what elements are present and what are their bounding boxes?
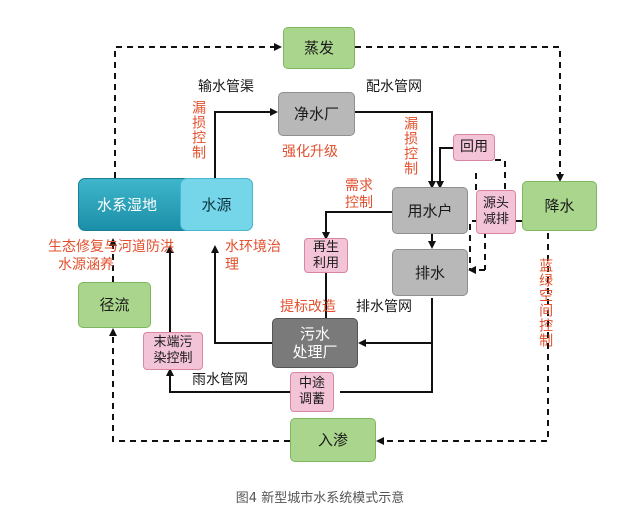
end-control-label: 末端污 染控制 [153, 335, 193, 366]
rain-network-label: 雨水管网 [192, 372, 248, 388]
reuse-node: 回用 [453, 134, 495, 161]
runoff-label: 径流 [99, 296, 130, 314]
water-user-node: 用水户 [392, 187, 468, 234]
sewage-plant-node: 污水 处理厂 [272, 318, 358, 368]
water-source-node: 水源 [180, 178, 253, 231]
regenerate-node: 再生 利用 [304, 238, 348, 273]
source-protect-label: 水源涵养 [58, 257, 114, 273]
precipitation-node: 降水 [522, 181, 597, 231]
source-reduction-node: 源头 减排 [476, 190, 516, 234]
transmission-pipe-label: 输水管渠 [198, 79, 254, 95]
upgrade-label: 强化升级 [282, 144, 338, 160]
water-user-label: 用水户 [407, 201, 453, 220]
mid-storage-label: 中途 调蓄 [298, 376, 325, 407]
drainage-network-label: 排水管网 [356, 299, 412, 315]
regenerate-label: 再生 利用 [312, 239, 339, 271]
drainage-node: 排水 [392, 249, 468, 296]
distribution-network-label: 配水管网 [366, 79, 422, 95]
reuse-label: 回用 [460, 139, 488, 156]
drainage-label: 排水 [414, 263, 445, 282]
figure-caption: 图4 新型城市水系统模式示意 [235, 491, 405, 506]
end-control-node: 末端污 染控制 [143, 332, 203, 370]
leak-control-right-label: 漏损控制 [402, 116, 419, 176]
evaporation-node: 蒸发 [283, 27, 355, 69]
mid-storage-node: 中途 调蓄 [290, 372, 334, 412]
infiltration-node: 入渗 [290, 418, 376, 462]
green-space-control-label: 蓝绿空间控制 [537, 258, 554, 348]
wetland-label: 水系湿地 [97, 195, 158, 214]
water-plant-label: 净水厂 [293, 105, 339, 123]
standard-upgrade-label: 提标改造 [280, 299, 336, 315]
source-reduction-label: 源头 减排 [482, 196, 509, 227]
infiltration-label: 入渗 [317, 431, 348, 449]
evaporation-label: 蒸发 [303, 39, 334, 57]
sewage-plant-label: 污水 处理厂 [292, 325, 338, 361]
runoff-node: 径流 [78, 282, 151, 328]
eco-restore-label: 生态修复与河道防洪 [48, 239, 174, 255]
env-control-label: 水环境治理 [225, 239, 281, 273]
water-source-label: 水源 [201, 195, 232, 214]
leak-control-left-label: 漏损控制 [190, 100, 207, 160]
demand-control-label: 需求控制 [345, 178, 373, 211]
water-plant-node: 净水厂 [278, 92, 355, 136]
precipitation-label: 降水 [544, 197, 575, 215]
